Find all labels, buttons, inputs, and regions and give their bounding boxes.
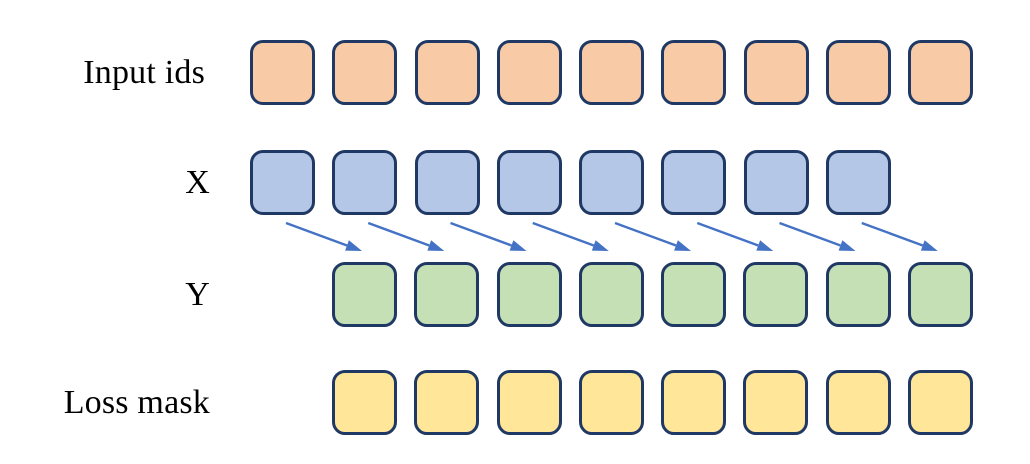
cell-input_ids (496, 40, 562, 105)
cell-input_ids (825, 40, 891, 105)
shift-arrow (614, 221, 691, 251)
shift-arrow (367, 221, 445, 251)
row-label-y: Y (185, 276, 210, 313)
shift-arrow (861, 221, 938, 251)
cell-x (496, 150, 562, 215)
cell-input_ids (908, 40, 973, 105)
row-label-loss-mask: Loss mask (63, 384, 210, 421)
cell-x (332, 150, 398, 215)
cell-x (661, 150, 727, 215)
cell-input_ids (414, 40, 480, 105)
cell-loss_mask (496, 370, 562, 435)
cell-loss_mask (661, 370, 726, 435)
cell-y (414, 262, 480, 327)
cell-input_ids (250, 40, 315, 105)
cell-loss_mask (825, 370, 891, 435)
cell-input_ids (579, 40, 644, 105)
shift-arrow (696, 221, 774, 251)
shift-arrow (779, 221, 856, 251)
cell-input_ids (661, 40, 727, 105)
shift-arrow (532, 221, 609, 251)
row-label-input-ids: Input ids (83, 54, 205, 91)
cell-x (414, 150, 480, 215)
row-label-x: X (185, 164, 210, 201)
cell-input_ids (332, 40, 398, 105)
cell-x (743, 150, 809, 215)
cell-y (578, 262, 644, 327)
cell-y (743, 262, 809, 327)
cell-x (825, 150, 891, 215)
cell-loss_mask (332, 370, 397, 435)
cell-y (661, 262, 726, 327)
shift-arrow (450, 221, 527, 251)
cell-input_ids (743, 40, 809, 105)
cell-loss_mask (578, 370, 644, 435)
cell-x (579, 150, 644, 215)
cell-y (825, 262, 891, 327)
cell-loss_mask (743, 370, 809, 435)
shift-arrow (285, 221, 362, 251)
cell-loss_mask (414, 370, 480, 435)
cell-x (250, 150, 315, 215)
cell-loss_mask (907, 370, 973, 435)
cell-y (907, 262, 973, 327)
cell-y (332, 262, 397, 327)
cell-y (496, 262, 562, 327)
